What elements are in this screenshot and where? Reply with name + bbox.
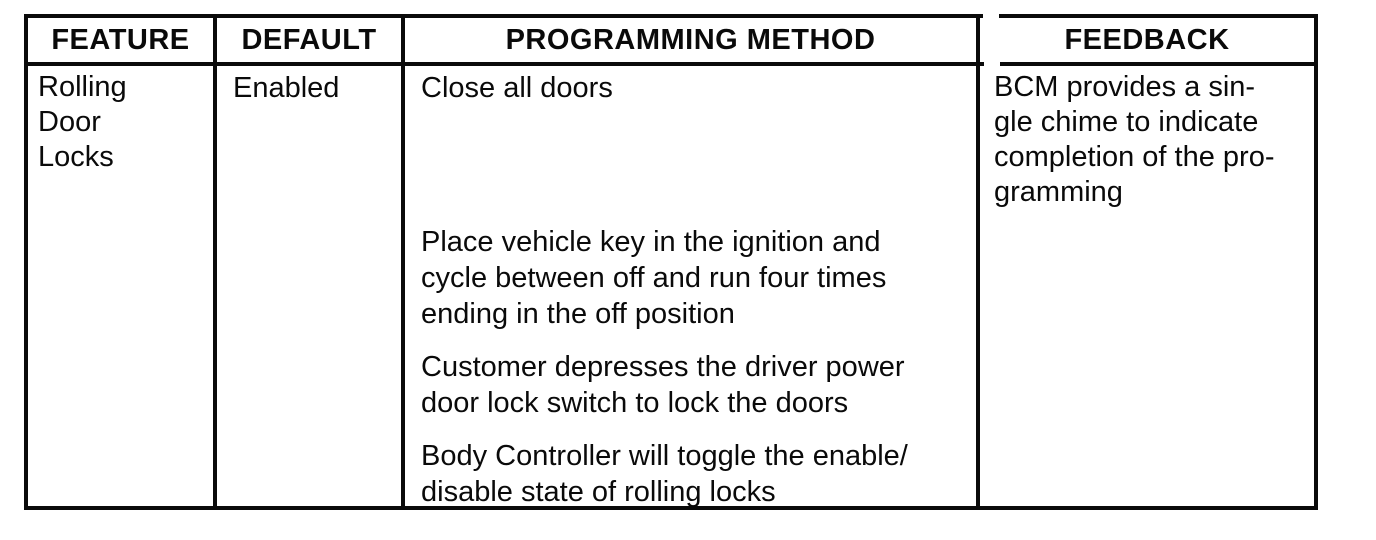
table-header-row: FEATURE DEFAULT PROGRAMMING METHOD FEEDB…: [28, 18, 1314, 66]
programming-text-line: Customer depresses the driver power: [421, 351, 905, 383]
feedback-text-line: BCM provides a sin-: [994, 71, 1256, 103]
programming-step: Customer depresses the driver power door…: [421, 349, 966, 421]
header-cell-programming-method: PROGRAMMING METHOD: [405, 18, 980, 62]
feature-text-line: Door: [38, 106, 101, 138]
feature-text-line: Rolling: [38, 71, 127, 103]
feedback-text-line: gramming: [994, 176, 1123, 208]
header-feedback-label: FEEDBACK: [1064, 23, 1230, 56]
cell-default: Enabled: [217, 66, 405, 506]
header-cell-feature: FEATURE: [28, 18, 217, 62]
programming-text-line: Body Controller will toggle the enable/: [421, 440, 908, 472]
programming-text-line: Place vehicle key in the ignition and: [421, 226, 881, 258]
header-cell-default: DEFAULT: [217, 18, 405, 62]
header-feature-label: FEATURE: [51, 23, 190, 56]
programming-text-line: door lock switch to lock the doors: [421, 387, 849, 419]
cell-programming-method: Close all doors Place vehicle key in the…: [405, 66, 980, 506]
header-cell-feedback: FEEDBACK: [980, 18, 1314, 62]
default-value-text: Enabled: [233, 72, 340, 104]
cell-feedback: BCM provides a sin- gle chime to indicat…: [980, 66, 1314, 506]
table-body-row: Rolling Door Locks Enabled Close all doo…: [28, 66, 1314, 506]
programming-text-line: ending in the off position: [421, 298, 735, 330]
programming-step: Place vehicle key in the ignition and cy…: [421, 224, 966, 332]
header-default-label: DEFAULT: [241, 23, 377, 56]
programming-text-line: cycle between off and run four times: [421, 262, 887, 294]
feature-text-line: Locks: [38, 141, 114, 173]
scan-gap-artifact: [983, 12, 999, 20]
scan-gap-artifact: [984, 60, 1000, 69]
feedback-text-line: gle chime to indicate: [994, 106, 1259, 138]
programming-step: Body Controller will toggle the enable/ …: [421, 438, 966, 506]
header-programming-method-label: PROGRAMMING METHOD: [505, 23, 876, 56]
programming-text-line: Close all doors: [421, 72, 613, 104]
programming-text-line: disable state of rolling locks: [421, 476, 776, 506]
programming-step: Close all doors: [421, 70, 966, 106]
feature-programming-table: FEATURE DEFAULT PROGRAMMING METHOD FEEDB…: [24, 14, 1318, 510]
cell-feature: Rolling Door Locks: [28, 66, 217, 506]
feedback-text-line: completion of the pro-: [994, 141, 1275, 173]
